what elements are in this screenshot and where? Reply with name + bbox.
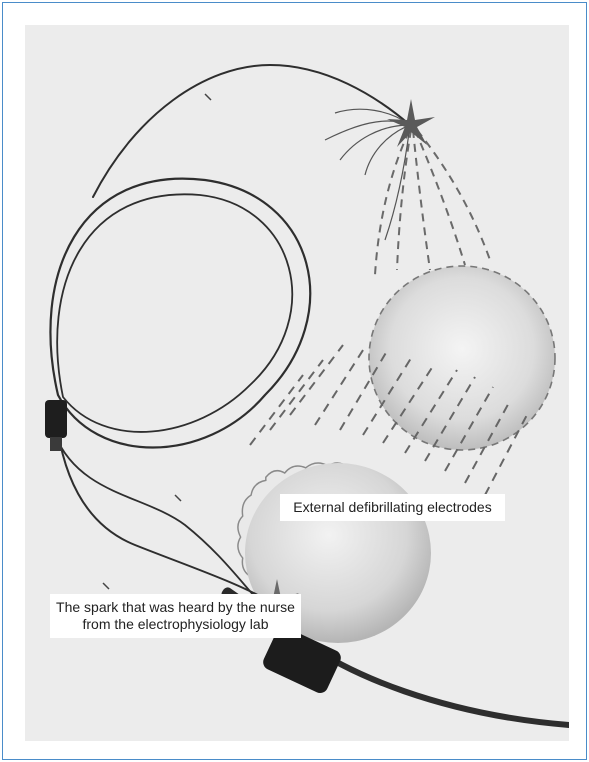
electrodes-label: External defibrillating electrodes (280, 494, 505, 521)
cable-marks (103, 94, 211, 589)
frayed-wires (325, 109, 410, 240)
spark-label: The spark that was heard by the nurse fr… (50, 594, 301, 638)
spark-current-lines (375, 130, 490, 275)
cable-connector (45, 400, 67, 451)
photo: External defibrillating electrodes The s… (25, 25, 569, 741)
top-spark-icon (387, 99, 435, 147)
